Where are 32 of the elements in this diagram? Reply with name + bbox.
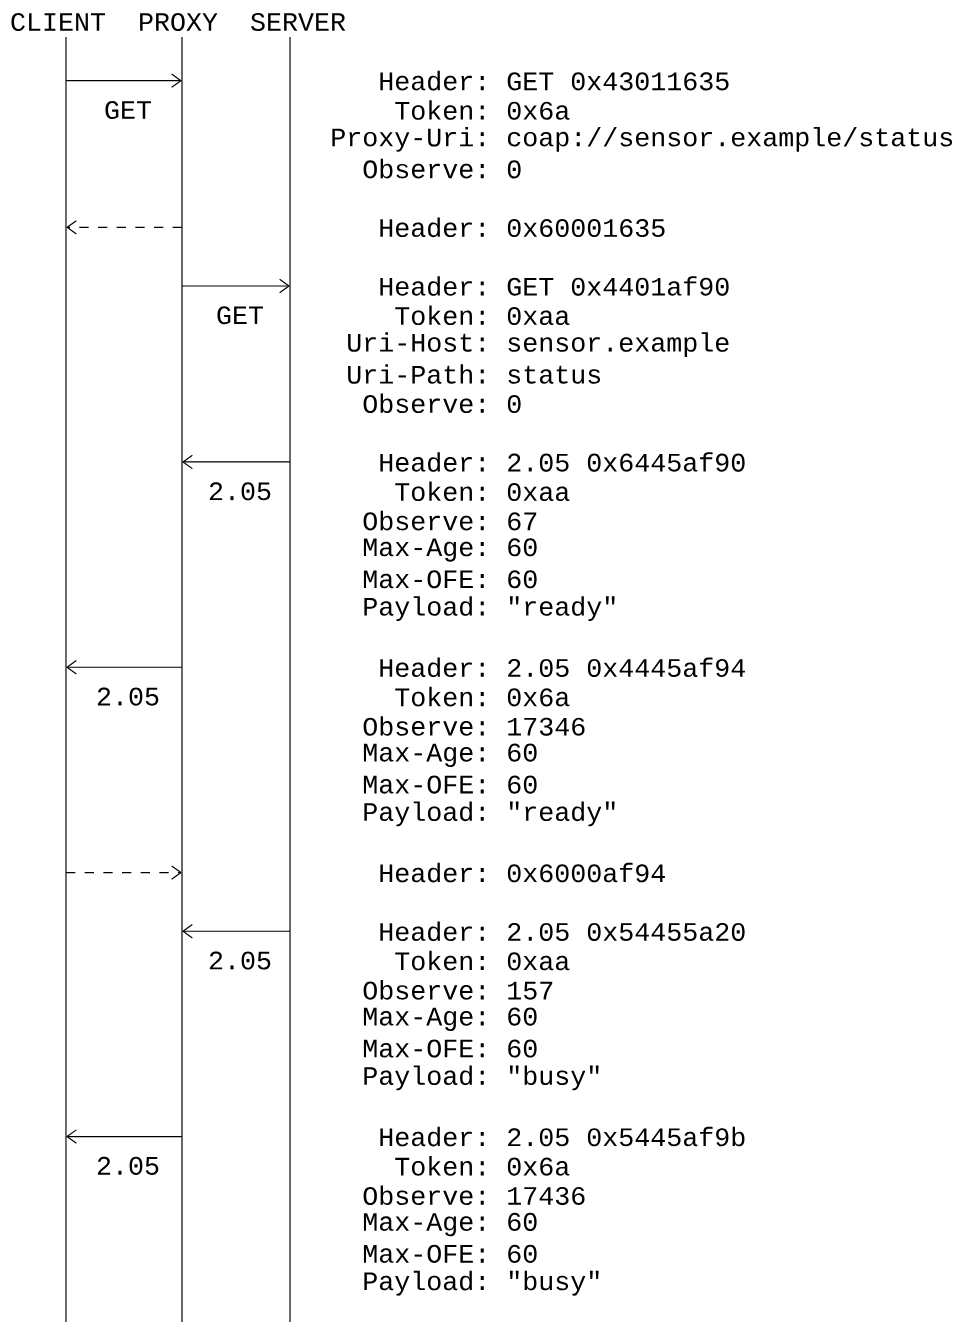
header-field: Header: 0x60001635 [380, 217, 665, 238]
header-field: Token: 0xaa [395, 305, 570, 326]
header-field: Token: 0x6a [395, 100, 570, 120]
header-field: Header: 2.05 0x4445af94 [380, 657, 745, 678]
participant-label: SERVER [248, 11, 348, 33]
header-field: Header: 2.05 0x5445af9b [380, 1126, 745, 1147]
message-arrow [182, 923, 291, 939]
message-label: 2.05 [94, 686, 162, 707]
message-arrow [181, 278, 290, 294]
message-arrow [65, 865, 182, 880]
message-label: 2.05 [206, 950, 274, 971]
participant-label: CLIENT [8, 11, 108, 33]
message-label: 2.05 [206, 480, 274, 502]
header-field: Header: 2.05 0x6445af90 [380, 452, 745, 472]
message-arrow [65, 73, 182, 88]
message-label: GET [214, 304, 266, 326]
message-arrow [182, 454, 291, 470]
message-arrow [66, 220, 183, 235]
header-field: Token: 0x6a [395, 1156, 570, 1176]
participant-label: PROXY [136, 11, 220, 33]
header-field: Proxy-Uri: coap://sensor.example/status [332, 126, 953, 152]
message-arrow [66, 660, 183, 675]
header-field: Header: GET 0x43011635 [380, 70, 729, 91]
header-field: Token: 0x6a [395, 686, 570, 707]
header-field: Header: GET 0x4401af90 [380, 276, 729, 296]
header-field: Header: 0x6000af94 [380, 862, 665, 883]
header-field: Header: 2.05 0x54455a20 [380, 921, 745, 942]
message-label: 2.05 [94, 1155, 162, 1177]
message-arrow [66, 1129, 183, 1144]
message-label: GET [102, 99, 154, 121]
header-field: Token: 0xaa [395, 481, 570, 502]
header-field: Token: 0xaa [395, 950, 570, 971]
